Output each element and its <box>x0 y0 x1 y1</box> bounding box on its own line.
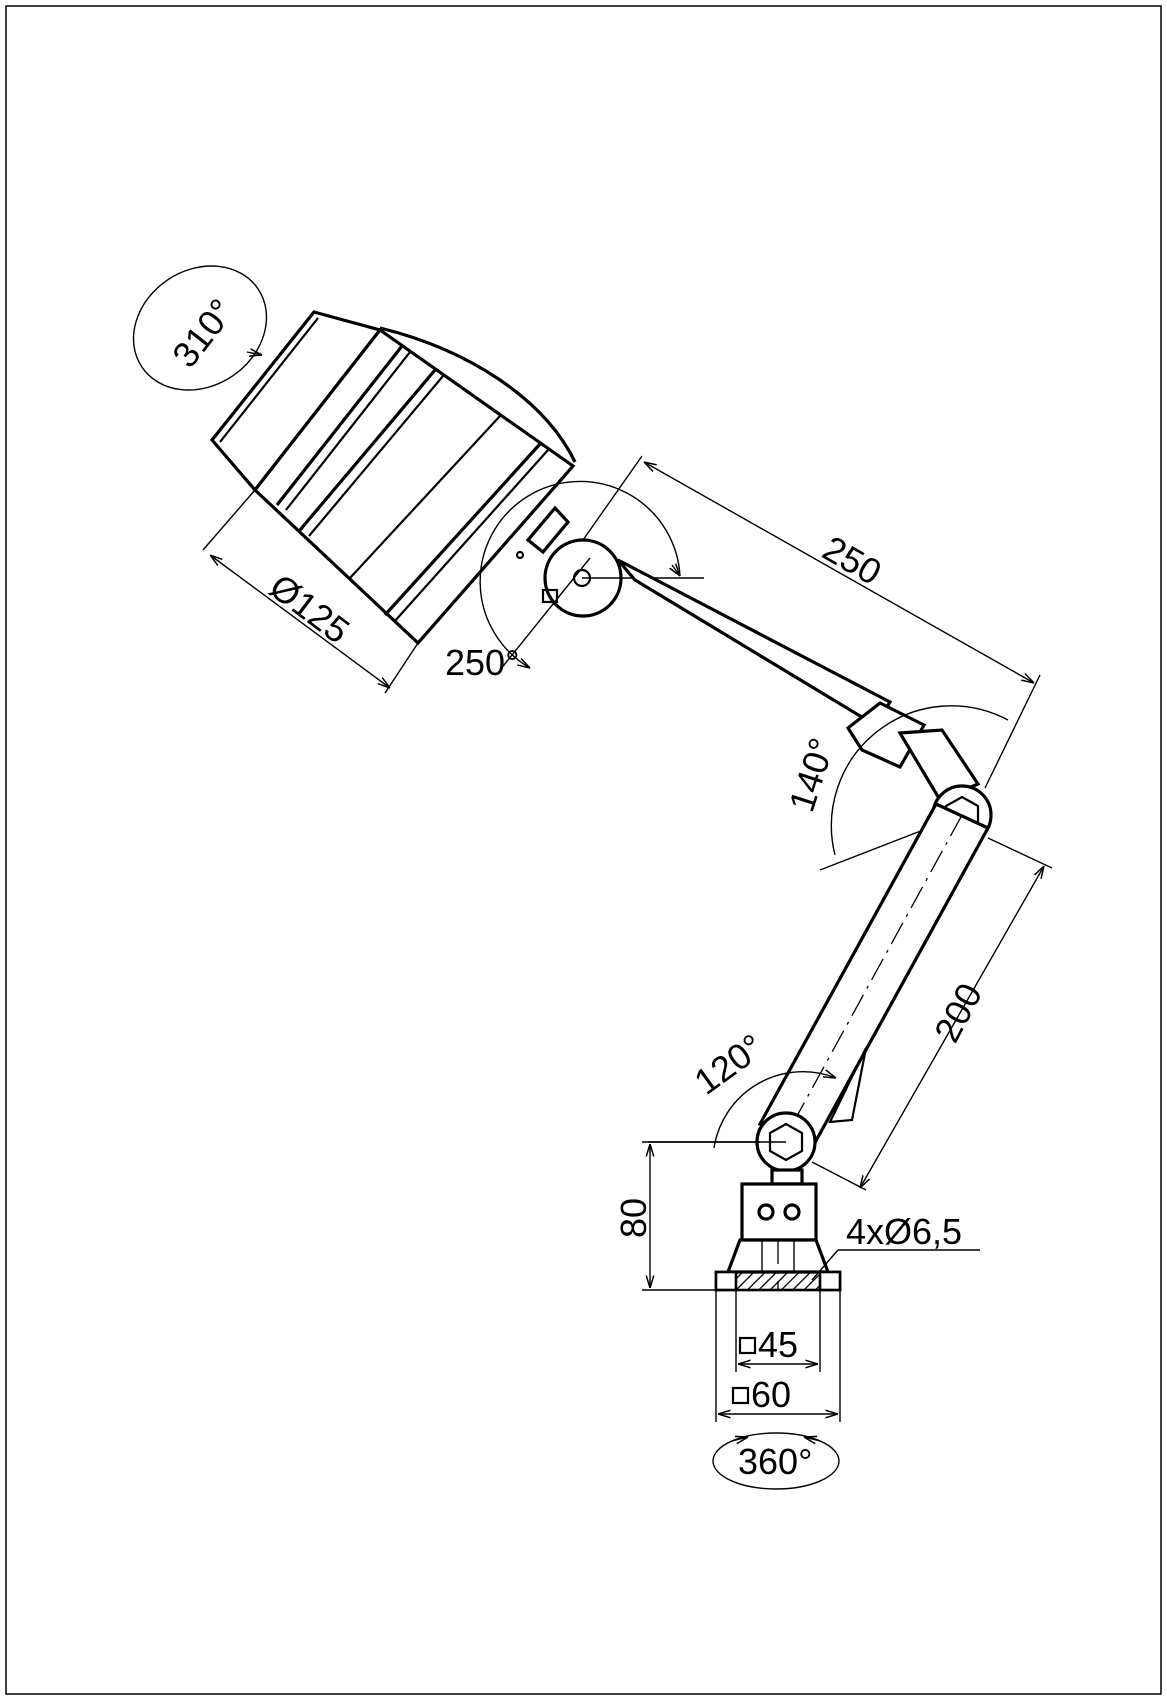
base-rotation-indicator: 360° <box>712 1432 840 1490</box>
base-height-dimension: 80 <box>613 1141 760 1291</box>
upper-arm-length-label: 250 <box>816 527 889 593</box>
base-clamp-block <box>740 1182 818 1242</box>
head-cooling-fins <box>275 345 549 623</box>
outer-square-label: 60 <box>751 1374 791 1415</box>
lower-arm <box>757 801 991 1151</box>
base-height-label: 80 <box>613 1198 654 1238</box>
head-tilt-label: 250° <box>445 642 519 683</box>
mounting-holes-label: 4xØ6,5 <box>846 1211 962 1252</box>
head-rotation-ellipse <box>132 265 268 391</box>
lamp-head <box>132 265 577 646</box>
head-rotation-label: 310° <box>164 291 242 375</box>
base-rotation-label: 360° <box>738 1441 812 1482</box>
inner-square-dimension: 45 <box>735 1290 821 1372</box>
square-symbol-60 <box>731 1386 750 1405</box>
clamp-screw-right <box>783 1203 801 1221</box>
head-rear-dome <box>379 326 577 463</box>
outer-square-dimension: 60 <box>715 1290 841 1422</box>
clamp-screw-left <box>757 1203 775 1221</box>
mounting-base <box>714 1168 842 1292</box>
base-rotation-ellipse <box>712 1432 840 1490</box>
mounting-holes-callout: 4xØ6,5 <box>811 1211 980 1281</box>
sheet-border <box>5 5 1162 1695</box>
head-diameter-label: Ø125 <box>262 566 357 652</box>
base-joint-angle-label: 120° <box>687 1026 771 1103</box>
inner-square-label: 45 <box>758 1324 798 1365</box>
lower-arm-length-label: 200 <box>926 976 990 1048</box>
elbow-block <box>845 701 927 770</box>
square-symbol-45 <box>738 1336 757 1355</box>
base-hex-nut <box>768 1122 804 1162</box>
